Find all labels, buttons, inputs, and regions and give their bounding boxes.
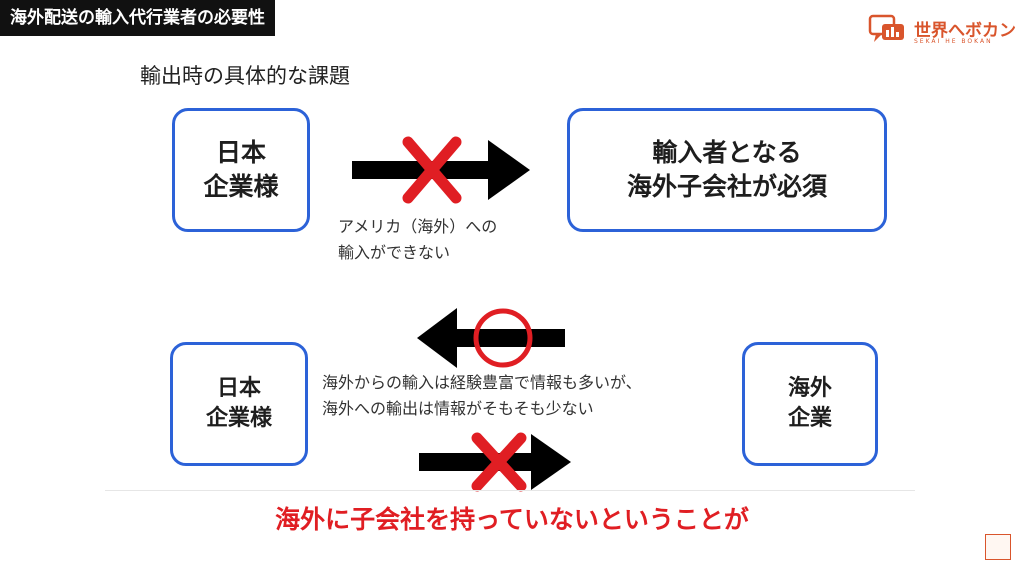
top-right-box-line-1: 輸入者となる bbox=[652, 138, 802, 168]
bottom-left-arrow-head bbox=[417, 308, 457, 368]
bottom-right-arrow-shaft bbox=[419, 453, 535, 471]
bottom-left-box-line-1: 日本 bbox=[216, 376, 261, 402]
top-importer-box: 輸入者となる 海外子会社が必須 bbox=[567, 108, 887, 232]
top-left-box-line-2: 企業様 bbox=[203, 172, 279, 201]
bottom-left-arrow-shaft bbox=[453, 329, 565, 347]
top-right-box-line-2: 海外子会社が必須 bbox=[626, 172, 827, 201]
top-cross-icon bbox=[402, 136, 462, 204]
top-left-box-line-1: 日本 bbox=[215, 138, 266, 168]
video-title-banner: 海外配送の輸入代行業者の必要性 bbox=[0, 0, 275, 36]
slide-subtitle: 輸出時の具体的な課題 bbox=[140, 64, 350, 88]
bottom-note-line-2: 海外への輸出は情報がそもそも少ない bbox=[322, 398, 594, 418]
channel-logo: 世界へボカン SEKAI HE BOKAN bbox=[868, 12, 1018, 52]
bottom-right-box-line-2: 企業 bbox=[787, 406, 832, 431]
top-note-line-2: 輸入ができない bbox=[338, 242, 451, 262]
section-divider bbox=[105, 490, 915, 491]
bottom-overseas-company-box: 海外 企業 bbox=[742, 342, 878, 466]
bottom-japan-company-box: 日本 企業様 bbox=[170, 342, 308, 466]
top-japan-company-box: 日本 企業様 bbox=[172, 108, 310, 232]
bottom-right-arrow-crossed bbox=[419, 432, 571, 492]
top-note: アメリカ（海外）への 輸入ができない bbox=[338, 214, 497, 265]
channel-watermark-icon bbox=[985, 534, 1011, 560]
subtitle-caption: 海外に子会社を持っていないということが bbox=[275, 505, 749, 534]
bottom-note-line-1: 海外からの輸入は経験豊富で情報も多いが、 bbox=[322, 373, 642, 392]
bottom-left-arrow-circled bbox=[417, 308, 565, 368]
top-arrow-head bbox=[488, 140, 530, 200]
bottom-left-box-line-2: 企業様 bbox=[205, 406, 272, 431]
logo-name: 世界へボカン bbox=[914, 21, 1016, 41]
video-title: 海外配送の輸入代行業者の必要性 bbox=[10, 8, 265, 28]
top-right-arrow-crossed bbox=[352, 136, 530, 204]
top-arrow-shaft bbox=[352, 161, 492, 179]
speech-bubble-logo-icon bbox=[868, 14, 904, 42]
bottom-circle-icon bbox=[473, 308, 533, 368]
top-note-line-1: アメリカ（海外）への bbox=[338, 217, 498, 236]
bottom-note: 海外からの輸入は経験豊富で情報も多いが、 海外への輸出は情報がそもそも少ない bbox=[322, 370, 642, 421]
bottom-right-arrow-head bbox=[531, 434, 571, 490]
bottom-cross-icon bbox=[471, 432, 527, 492]
logo-subtext: SEKAI HE BOKAN bbox=[914, 38, 993, 45]
bottom-right-box-line-1: 海外 bbox=[787, 376, 832, 402]
